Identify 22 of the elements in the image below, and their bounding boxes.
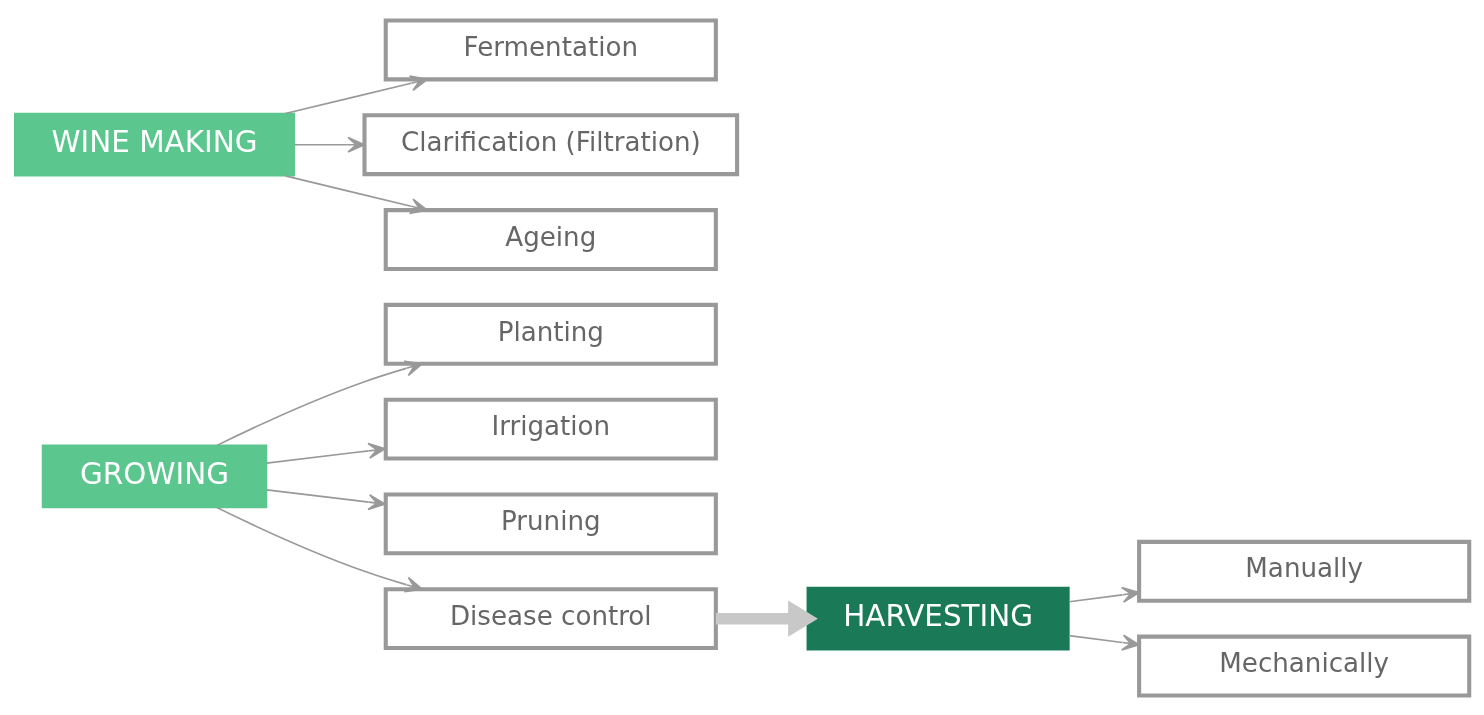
arrow xyxy=(265,488,386,510)
node-box: Manually xyxy=(1137,539,1472,603)
node-box: Mechanically xyxy=(1137,634,1472,697)
arrow xyxy=(284,74,428,114)
arrow xyxy=(715,599,818,637)
arrow xyxy=(1068,633,1140,651)
arrow xyxy=(293,136,366,153)
node-box: Pruning xyxy=(383,491,718,555)
node-box: Disease control xyxy=(383,586,718,650)
node-box: Ageing xyxy=(383,207,718,271)
node-box: GROWING xyxy=(41,444,268,508)
node-box: Clarification (Filtration) xyxy=(362,112,740,176)
arrow xyxy=(1068,586,1140,603)
node-box: Irrigation xyxy=(383,397,718,461)
arrow xyxy=(216,359,423,446)
arrow xyxy=(284,174,428,214)
node-box: Planting xyxy=(383,302,718,366)
node-box: WINE MAKING xyxy=(13,112,296,177)
node-box: Fermentation xyxy=(383,18,718,81)
node-box: HARVESTING xyxy=(806,586,1070,651)
arrow xyxy=(265,442,386,464)
arrow xyxy=(216,506,423,593)
